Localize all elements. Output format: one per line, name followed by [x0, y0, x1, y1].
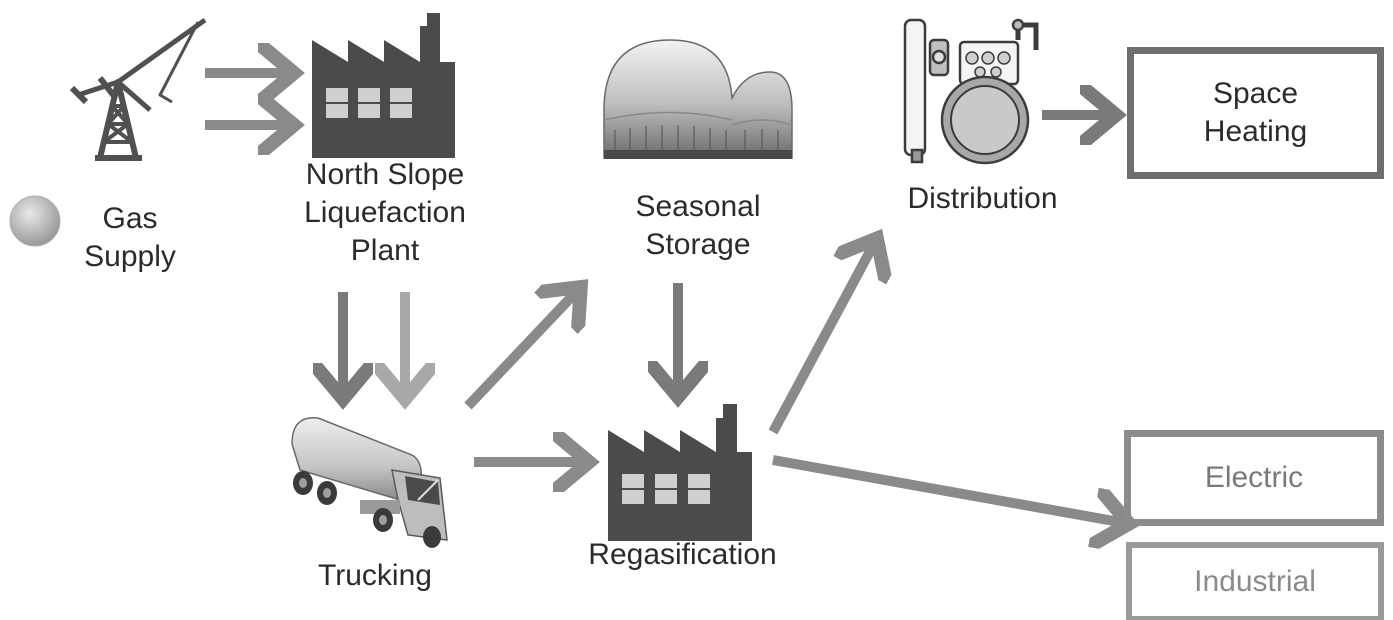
supply-dot-icon — [9, 195, 61, 247]
drilling-rig-icon — [69, 17, 207, 161]
arrows — [205, 73, 1125, 523]
arrow-regas-to-distribution — [768, 242, 875, 435]
arrow-truck-to-storage — [464, 290, 578, 410]
gas-supply-label: Gas Supply — [84, 202, 176, 273]
industrial-label: Industrial — [1194, 565, 1316, 598]
electric-box: Electric — [1124, 430, 1384, 526]
liquefaction-plant-label: North Slope Liquefaction Plant — [304, 158, 466, 267]
gas-meter-icon — [903, 18, 1039, 165]
seasonal-storage-label: Seasonal Storage — [635, 190, 761, 261]
electric-label: Electric — [1204, 461, 1304, 494]
trucking-label: Trucking — [318, 559, 432, 592]
distribution-label: Distribution — [907, 182, 1058, 215]
storage-tank-icon — [603, 39, 793, 159]
regasification-label: Regasification — [588, 538, 777, 571]
space-heating-box: Space Heating — [1127, 47, 1384, 179]
factory-icon — [312, 13, 455, 158]
factory-icon — [608, 404, 752, 541]
industrial-box: Industrial — [1126, 542, 1384, 620]
space-heating-label: Space Heating — [1203, 77, 1308, 148]
arrow-regas-to-electric — [772, 455, 1125, 523]
tanker-truck-icon — [291, 417, 448, 548]
